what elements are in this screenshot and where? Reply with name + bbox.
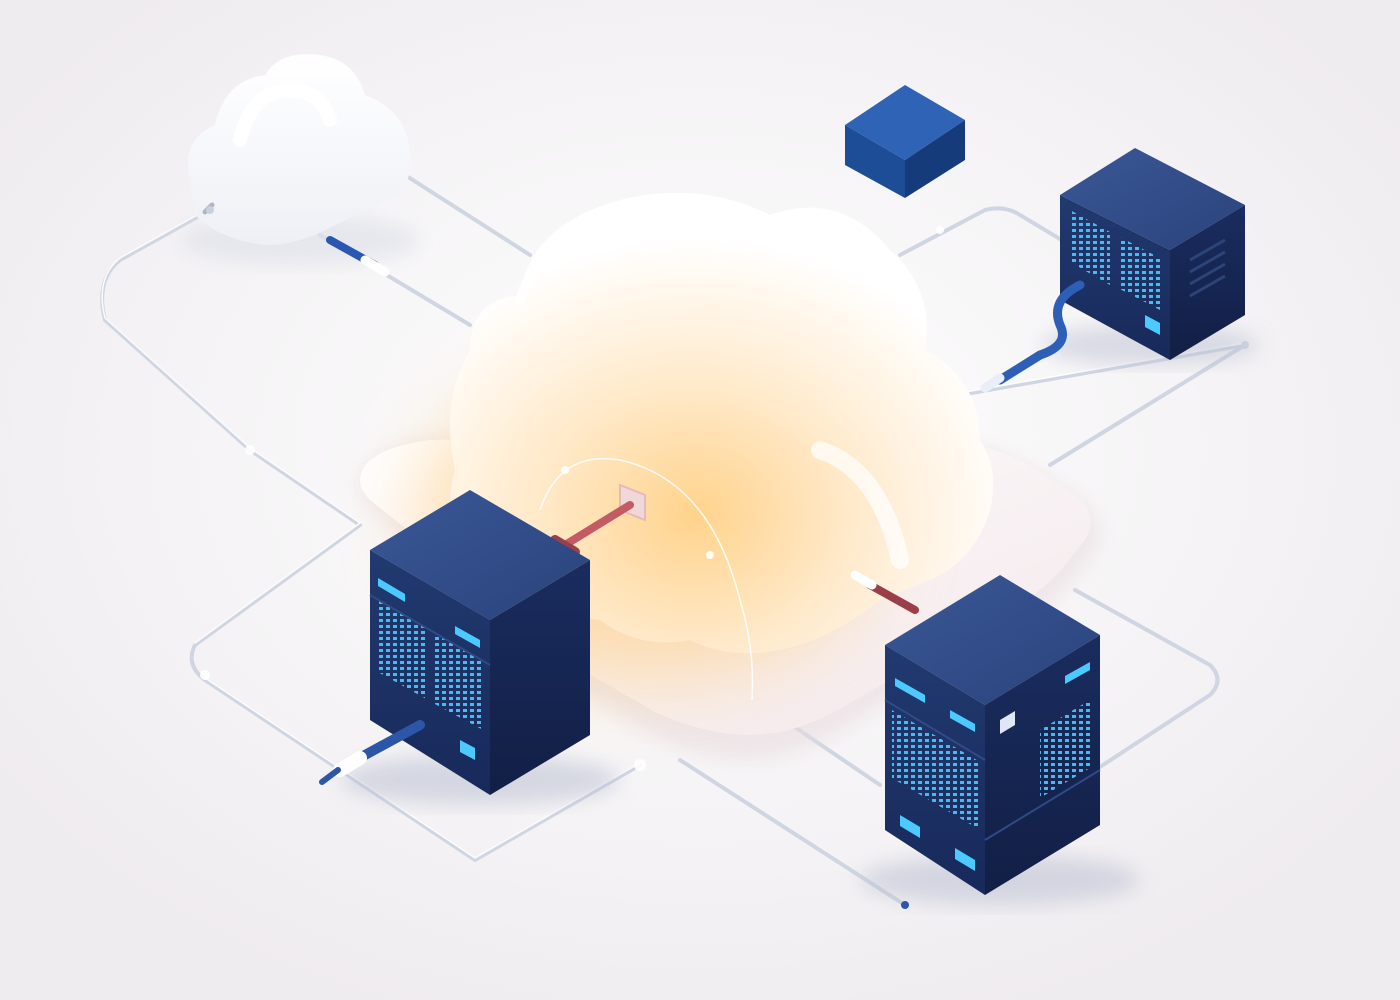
blue-cube <box>845 85 965 198</box>
central-cloud <box>420 192 994 701</box>
small-cloud <box>180 54 420 277</box>
server-rack-right-front <box>850 570 1140 905</box>
server-rack-right-back <box>980 148 1260 393</box>
server-rack-left <box>319 490 620 805</box>
light-sparkles <box>200 226 944 771</box>
cable-connectors <box>206 206 1249 909</box>
